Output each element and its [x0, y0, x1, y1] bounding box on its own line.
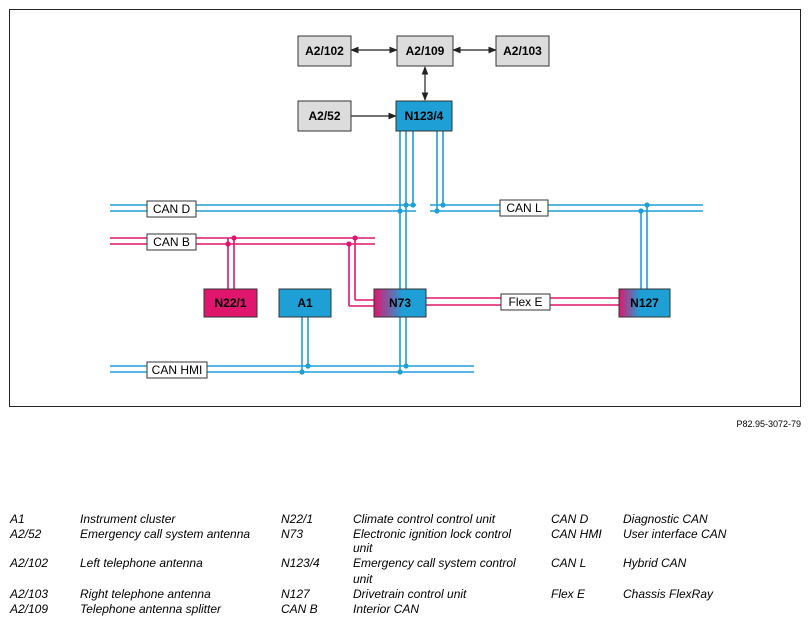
- svg-text:A1: A1: [297, 296, 313, 310]
- can-hmi-label: CAN HMI: [146, 361, 208, 379]
- legend-desc: Left telephone antenna: [80, 556, 203, 570]
- box-a2-103: A2/103: [495, 35, 550, 67]
- legend-code: A2/109: [10, 602, 49, 616]
- flex-e-label: Flex E: [500, 293, 551, 311]
- legend-code: A2/102: [10, 556, 49, 570]
- box-n123-4: N123/4: [395, 100, 453, 132]
- svg-text:Flex E: Flex E: [508, 295, 542, 309]
- legend-desc: Electronic ignition lock control: [353, 527, 512, 541]
- legend-desc: Hybrid CAN: [623, 556, 687, 570]
- legend-desc: Right telephone antenna: [80, 587, 211, 601]
- box-a2-102: A2/102: [297, 35, 352, 67]
- legend-desc: Emergency call system antenna: [80, 527, 251, 541]
- diagram-frame: [9, 9, 801, 407]
- legend-desc: unit: [353, 572, 373, 586]
- can-b-label: CAN B: [146, 233, 197, 251]
- legend-code: N22/1: [281, 512, 314, 526]
- legend-code: CAN D: [551, 512, 589, 526]
- legend-code: Flex E: [551, 587, 586, 601]
- legend-code: A2/52: [10, 527, 42, 541]
- legend-desc: Diagnostic CAN: [623, 512, 708, 526]
- legend-desc: Interior CAN: [353, 602, 420, 616]
- network-diagram: CAN D CAN B CAN L Flex E CAN HMI A2/102 …: [110, 35, 703, 379]
- legend-code: N127: [281, 587, 310, 601]
- legend-code: A2/103: [10, 587, 49, 601]
- legend-desc: Emergency call system control: [353, 556, 516, 570]
- svg-text:N73: N73: [389, 296, 411, 310]
- box-a2-52: A2/52: [297, 100, 352, 132]
- legend-desc: Drivetrain control unit: [353, 587, 467, 601]
- antenna-arrows: [350, 46, 497, 120]
- legend-desc: unit: [353, 541, 373, 555]
- svg-text:CAN L: CAN L: [506, 201, 542, 215]
- svg-text:CAN HMI: CAN HMI: [152, 363, 203, 377]
- svg-text:N127: N127: [630, 296, 659, 310]
- box-n73: N73: [373, 288, 427, 318]
- legend-desc: Instrument cluster: [80, 512, 176, 526]
- legend-desc: Telephone antenna splitter: [80, 602, 221, 616]
- svg-text:CAN B: CAN B: [153, 235, 190, 249]
- blue-stubs: [301, 131, 648, 372]
- legend-code: N123/4: [281, 556, 320, 570]
- legend-desc: Climate control control unit: [353, 512, 496, 526]
- svg-text:A2/102: A2/102: [305, 44, 344, 58]
- can-d-label: CAN D: [146, 200, 197, 218]
- can-l-label: CAN L: [499, 199, 549, 217]
- svg-text:N22/1: N22/1: [214, 296, 246, 310]
- legend-code: A1: [10, 512, 25, 526]
- box-a2-109: A2/109: [396, 35, 454, 67]
- box-n127: N127: [618, 288, 671, 318]
- svg-text:A2/103: A2/103: [503, 44, 542, 58]
- legend: A1 Instrument cluster A2/52 Emergency ca…: [10, 512, 800, 622]
- figure-reference: P82.95-3072-79: [736, 419, 801, 429]
- box-n22-1: N22/1: [203, 288, 258, 318]
- can-l-bus: [430, 204, 703, 212]
- legend-code: CAN L: [551, 556, 587, 570]
- svg-text:N123/4: N123/4: [405, 109, 444, 123]
- legend-code: CAN HMI: [551, 527, 602, 541]
- svg-text:A2/109: A2/109: [406, 44, 445, 58]
- legend-desc: User interface CAN: [623, 527, 727, 541]
- legend-code: CAN B: [281, 602, 318, 616]
- box-a1: A1: [278, 288, 332, 318]
- svg-text:A2/52: A2/52: [308, 109, 340, 123]
- svg-text:CAN D: CAN D: [153, 202, 191, 216]
- legend-desc: Chassis FlexRay: [623, 587, 714, 601]
- legend-code: N73: [281, 527, 304, 541]
- junction-dots: [225, 202, 650, 375]
